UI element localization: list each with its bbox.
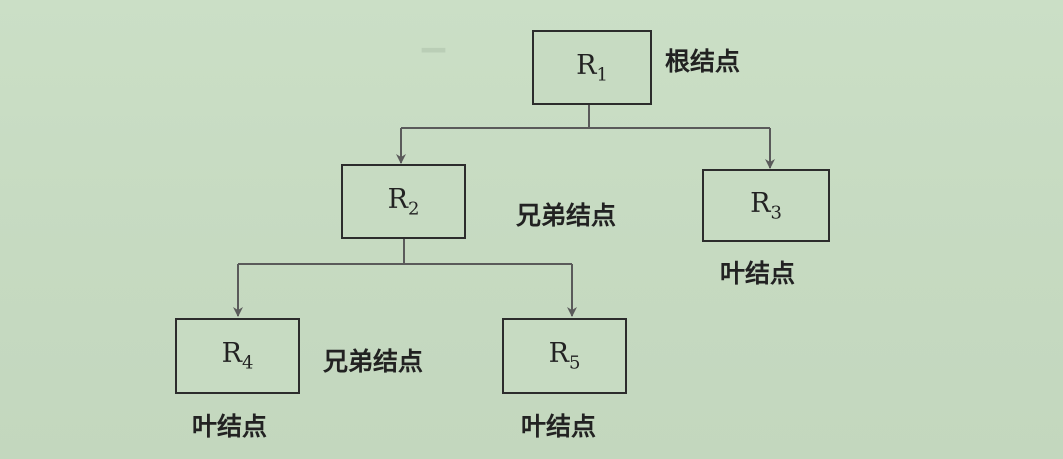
node-r3-label: R3 [750, 187, 782, 224]
node-r2-label: R2 [387, 183, 420, 220]
label-leaf-node-r3: 叶结点 [720, 259, 796, 288]
node-r5: R5 [502, 318, 627, 394]
node-r4-label: R4 [221, 338, 254, 374]
node-r2: R2 [341, 164, 466, 239]
label-root-node: 根结点 [665, 47, 741, 76]
node-r4: R4 [175, 318, 300, 394]
node-r1: R1 [532, 30, 652, 105]
label-leaf-node-r4: 叶结点 [192, 412, 268, 441]
label-sibling-node-lower: 兄弟结点 [323, 347, 424, 376]
label-sibling-node-upper: 兄弟结点 [516, 201, 617, 230]
node-r3: R3 [702, 169, 830, 242]
node-r1-label: R1 [576, 49, 608, 86]
label-leaf-node-r5: 叶结点 [521, 412, 597, 441]
node-r5-label: R5 [548, 338, 581, 374]
